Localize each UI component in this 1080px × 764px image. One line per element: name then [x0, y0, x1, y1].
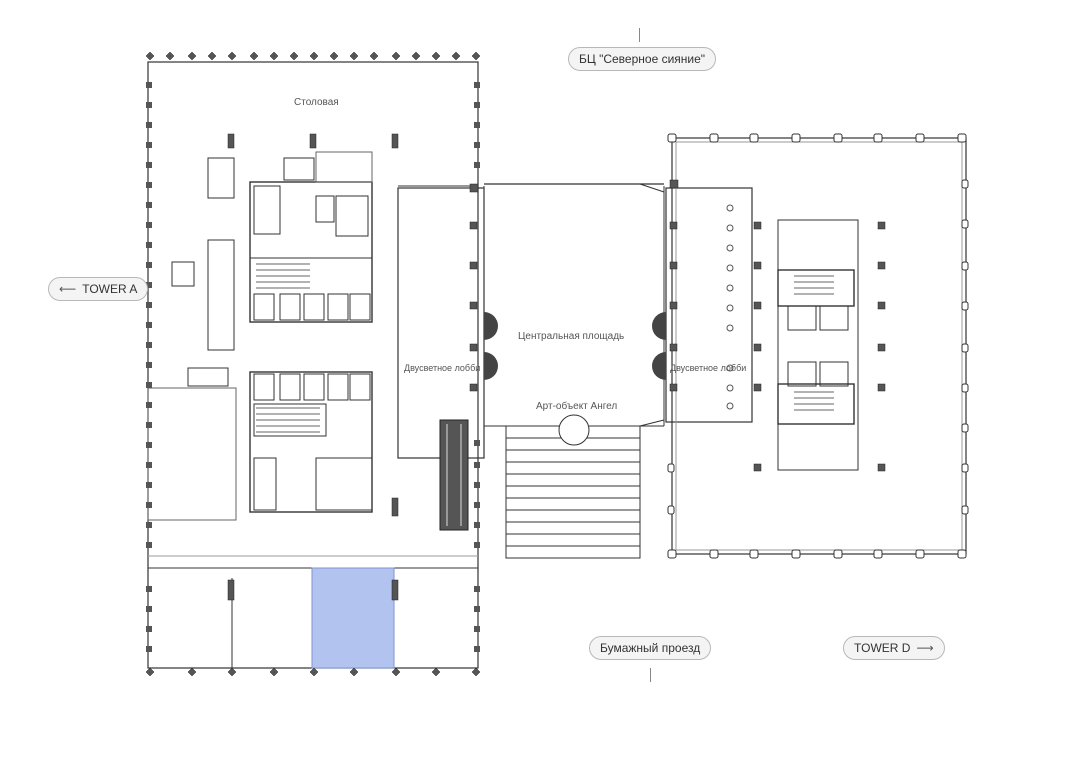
escalator [439, 419, 469, 531]
lobby-right-curve-1 [652, 312, 666, 340]
building-d-outline [671, 137, 967, 555]
nav-north-label: БЦ "Северное сияние" [579, 52, 706, 66]
facade-markers-d [667, 133, 969, 559]
nav-south-label: Бумажный проезд [600, 641, 701, 655]
room-label-dining: Столовая [294, 97, 339, 108]
core-d [777, 219, 859, 471]
nav-tower-a-button[interactable]: ⟵ TOWER A [48, 277, 149, 301]
nav-south-button[interactable]: Бумажный проезд [589, 636, 712, 660]
nav-tower-a-label: TOWER A [82, 282, 138, 296]
room-label-art-object: Арт-объект Ангел [536, 401, 618, 412]
arrow-left-icon: ⟵ [59, 282, 77, 296]
lobby-left-curve-2 [484, 352, 498, 380]
facade-side-markers-a [146, 82, 480, 652]
nav-north-button[interactable]: БЦ "Северное сияние" [568, 47, 717, 71]
lobby-left-curve-1 [484, 312, 498, 340]
main-stairs [505, 425, 641, 559]
lobby-right-outline [665, 187, 753, 423]
facade-markers-a [145, 51, 481, 677]
south-arrow-line [650, 668, 651, 682]
north-arrow-line [639, 28, 640, 42]
room-label-central-square: Центральная площадь [518, 331, 625, 342]
core-lower [249, 371, 373, 513]
room-label-lobby-left: Двусветное лобби [404, 363, 481, 373]
nav-tower-d-label: TOWER D [854, 641, 911, 655]
lobby-right-curve-2 [652, 352, 666, 380]
core-upper [249, 181, 373, 323]
room-label-lobby-right: Двусветное лобби [670, 363, 747, 373]
nav-tower-d-button[interactable]: TOWER D ⟶ [843, 636, 945, 660]
arrow-right-icon: ⟶ [916, 641, 934, 655]
art-object-circle [558, 414, 590, 446]
highlighted-room[interactable] [311, 567, 395, 669]
